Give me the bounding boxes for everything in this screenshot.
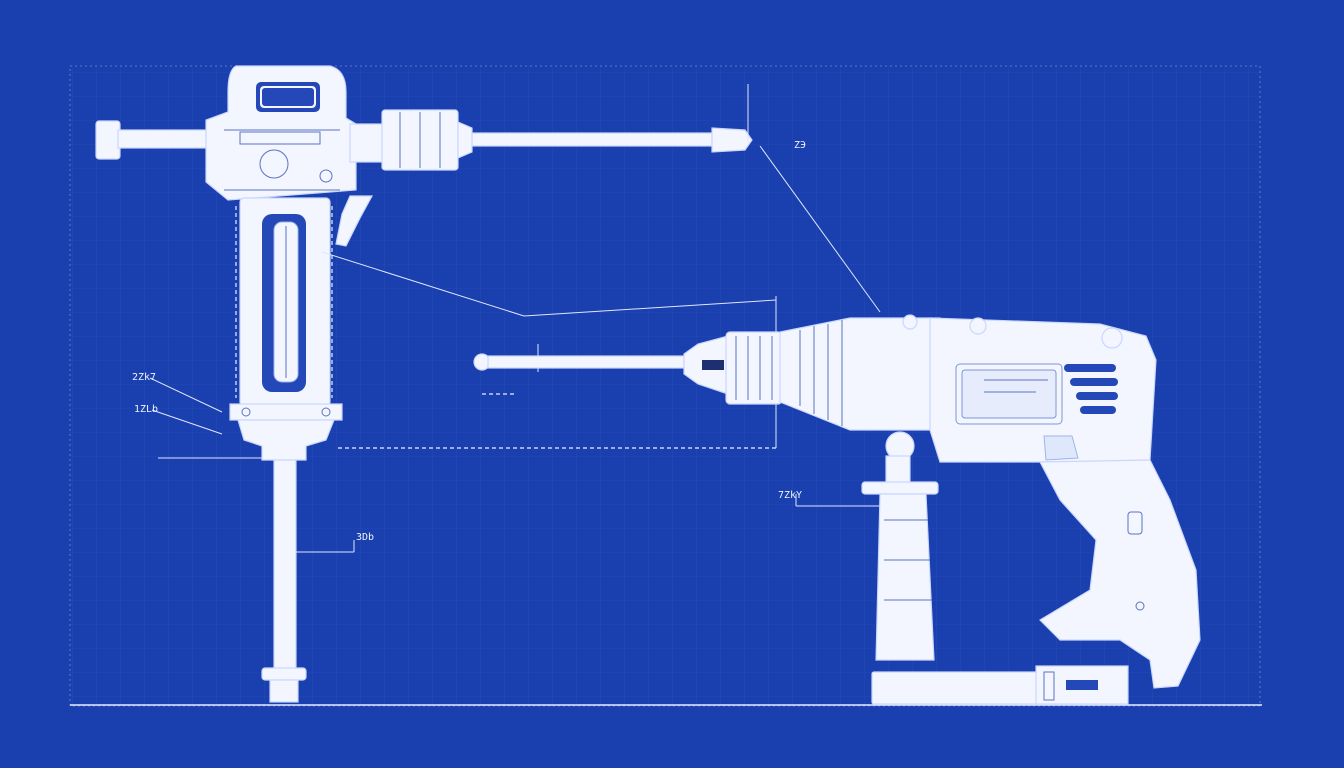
jackhammer-drill bbox=[95, 65, 753, 703]
callout-label-3db: 3Db bbox=[356, 532, 374, 543]
callout-label-1zlb: 1ZLb bbox=[134, 404, 158, 415]
hammer-drill bbox=[473, 314, 1201, 705]
callout-label-2zk7: 2Zk7 bbox=[132, 372, 156, 383]
callout-label-7zky: 7ZkY bbox=[778, 490, 802, 501]
callout-leader-lines bbox=[149, 84, 881, 553]
callout-label-top: ZЭ bbox=[794, 140, 806, 151]
frame-border bbox=[69, 65, 1262, 707]
